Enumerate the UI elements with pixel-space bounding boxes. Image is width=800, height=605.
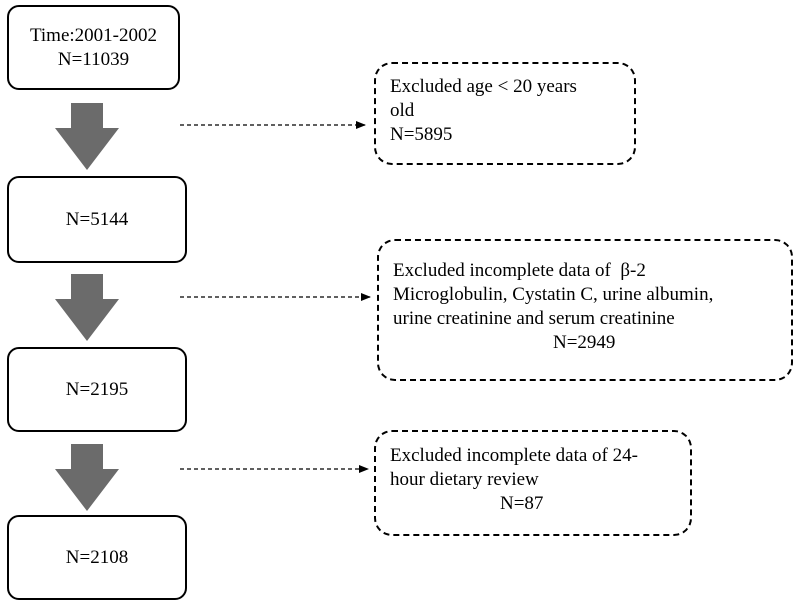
exclusion-1-count: N=5895	[390, 124, 453, 145]
down-arrow-1	[55, 103, 119, 170]
step-2-count: N=5144	[65, 208, 129, 230]
step-box-3: N=2195	[7, 347, 187, 432]
step-box-4: N=2108	[7, 515, 187, 600]
exclusion-1-line-2: old	[390, 100, 415, 121]
exclusion-2-line-1: Excluded incomplete data of β-2	[393, 260, 646, 281]
exclusion-2-count: N=2949	[553, 332, 616, 353]
exclusion-3-count: N=87	[500, 493, 544, 514]
down-arrow-2	[55, 274, 119, 341]
exclusion-3-line-2: hour dietary review	[390, 469, 539, 490]
step-3-count: N=2195	[65, 378, 129, 400]
exclusion-box-2: Excluded incomplete data of β-2 Microglo…	[377, 239, 793, 381]
exclusion-3-line-1: Excluded incomplete data of 24-	[390, 445, 638, 466]
exclusion-2-line-2: Microglobulin, Cystatin C, urine albumin…	[393, 284, 714, 305]
exclusion-2-line-3: urine creatinine and serum creatinine	[393, 308, 675, 329]
step-1-count: N=11039	[57, 48, 130, 70]
step-1-period: Time:2001-2002	[29, 24, 158, 46]
step-4-count: N=2108	[65, 546, 129, 568]
exclusion-1-line-1: Excluded age < 20 years	[390, 76, 577, 97]
step-box-2: N=5144	[7, 176, 187, 263]
down-arrow-3	[55, 444, 119, 511]
exclusion-box-3: Excluded incomplete data of 24- hour die…	[374, 430, 692, 536]
exclusion-box-1: Excluded age < 20 years old N=5895	[374, 62, 636, 165]
step-box-1: Time:2001-2002 N=11039	[7, 5, 180, 90]
